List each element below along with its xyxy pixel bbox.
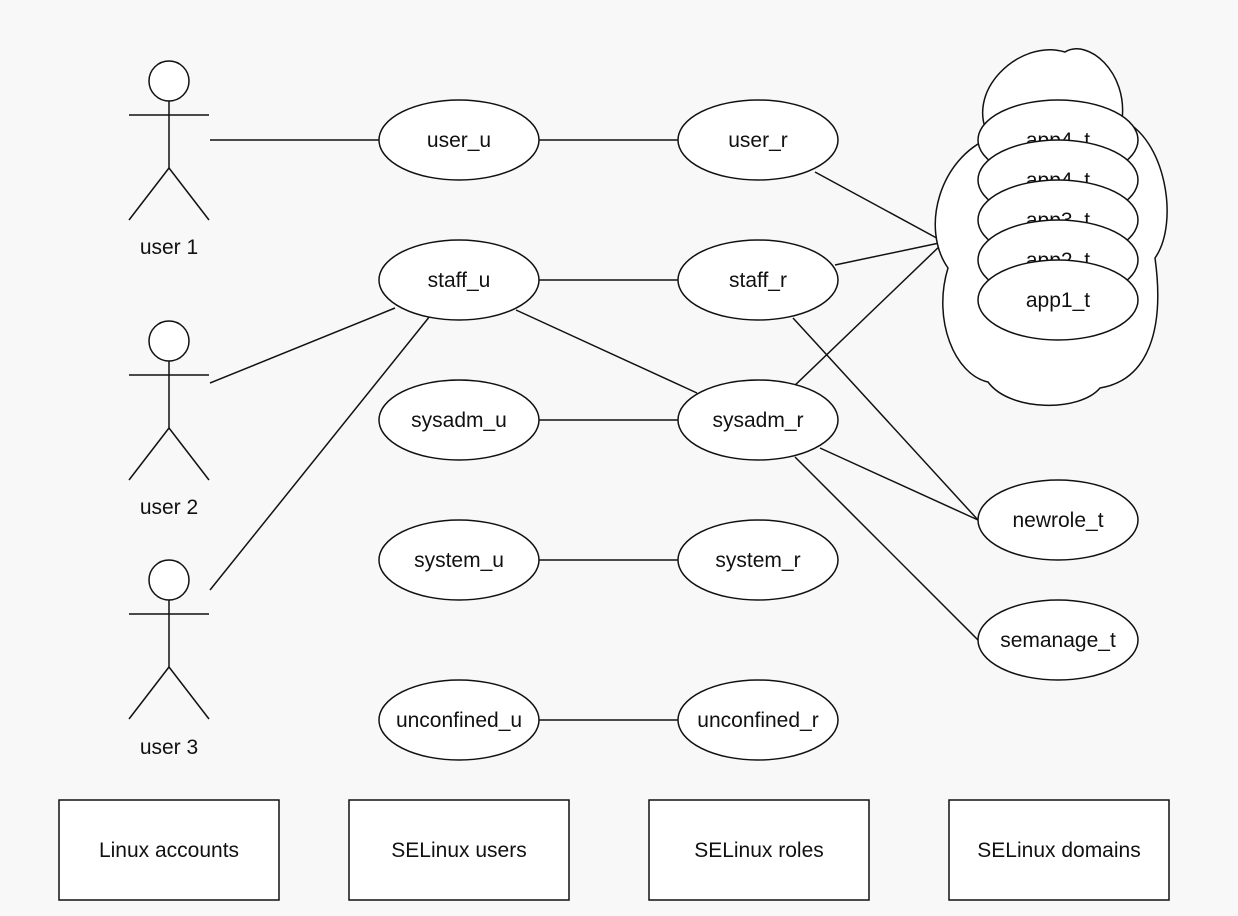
actor-head (148, 559, 190, 601)
node-label: system_r (715, 549, 800, 572)
node-label: sysadm_r (712, 409, 803, 432)
edge-user2-staff_u (209, 307, 396, 384)
node-label: app1_t (1026, 289, 1090, 312)
column-label-text: SELinux domains (977, 839, 1140, 862)
actor-label: user 1 (140, 236, 198, 259)
edge-sysadm_r-semanage_t (794, 456, 979, 641)
node-label: user_u (427, 129, 491, 152)
edge-staff_r-apps (834, 241, 945, 266)
node-label: system_u (414, 549, 504, 572)
node-label: staff_r (729, 269, 787, 292)
node-semanage_t: semanage_t (977, 599, 1139, 681)
app-domains-cloud: app4_t app4_t app3_t app2_t app1_t (934, 48, 1168, 406)
node-label: staff_u (428, 269, 491, 292)
column-label-selinux-domains: SELinux domains (948, 799, 1170, 901)
node-unconfined_r: unconfined_r (677, 679, 839, 761)
column-label-text: Linux accounts (99, 839, 239, 862)
column-label-linux-accounts: Linux accounts (58, 799, 280, 901)
actor-leg-right (168, 666, 210, 720)
actor-head (148, 60, 190, 102)
actor-leg-left (128, 427, 170, 481)
actor-user-1: user 1 (128, 60, 210, 259)
node-user_r: user_r (677, 99, 839, 181)
edge-sysadm_r-apps (789, 241, 945, 391)
node-unconfined_u: unconfined_u (378, 679, 540, 761)
node-label: user_r (728, 129, 788, 152)
node-app1_t: app1_t (977, 259, 1139, 341)
node-system_r: system_r (677, 519, 839, 601)
actor-label: user 2 (140, 496, 198, 519)
edge-staff_r-newrole_t (792, 317, 979, 521)
actor-user-3: user 3 (128, 559, 210, 759)
actor-leg-right (168, 167, 210, 221)
node-label: semanage_t (1000, 629, 1116, 652)
actor-leg-left (128, 167, 170, 221)
column-label-text: SELinux roles (694, 839, 824, 862)
node-sysadm_u: sysadm_u (378, 379, 540, 461)
node-label: newrole_t (1012, 509, 1103, 532)
node-label: sysadm_u (411, 409, 507, 432)
node-staff_r: staff_r (677, 239, 839, 321)
node-newrole_t: newrole_t (977, 479, 1139, 561)
edge-staff_u-sysadm_r (515, 309, 698, 394)
column-label-selinux-roles: SELinux roles (648, 799, 870, 901)
connections (209, 139, 979, 721)
edge-user_r-apps (814, 171, 945, 243)
node-staff_u: staff_u (378, 239, 540, 321)
actor-label: user 3 (140, 736, 198, 759)
column-label-selinux-users: SELinux users (348, 799, 570, 901)
node-user_u: user_u (378, 99, 540, 181)
column-label-text: SELinux users (391, 839, 526, 862)
node-system_u: system_u (378, 519, 540, 601)
actor-user-2: user 2 (128, 320, 210, 519)
actor-leg-right (168, 427, 210, 481)
edge-sysadm_r-newrole_t (819, 447, 979, 521)
node-label: unconfined_r (697, 709, 818, 732)
node-sysadm_r: sysadm_r (677, 379, 839, 461)
node-label: unconfined_u (396, 709, 522, 732)
actor-leg-left (128, 666, 170, 720)
edge-user3-staff_u (209, 315, 431, 591)
actor-head (148, 320, 190, 362)
